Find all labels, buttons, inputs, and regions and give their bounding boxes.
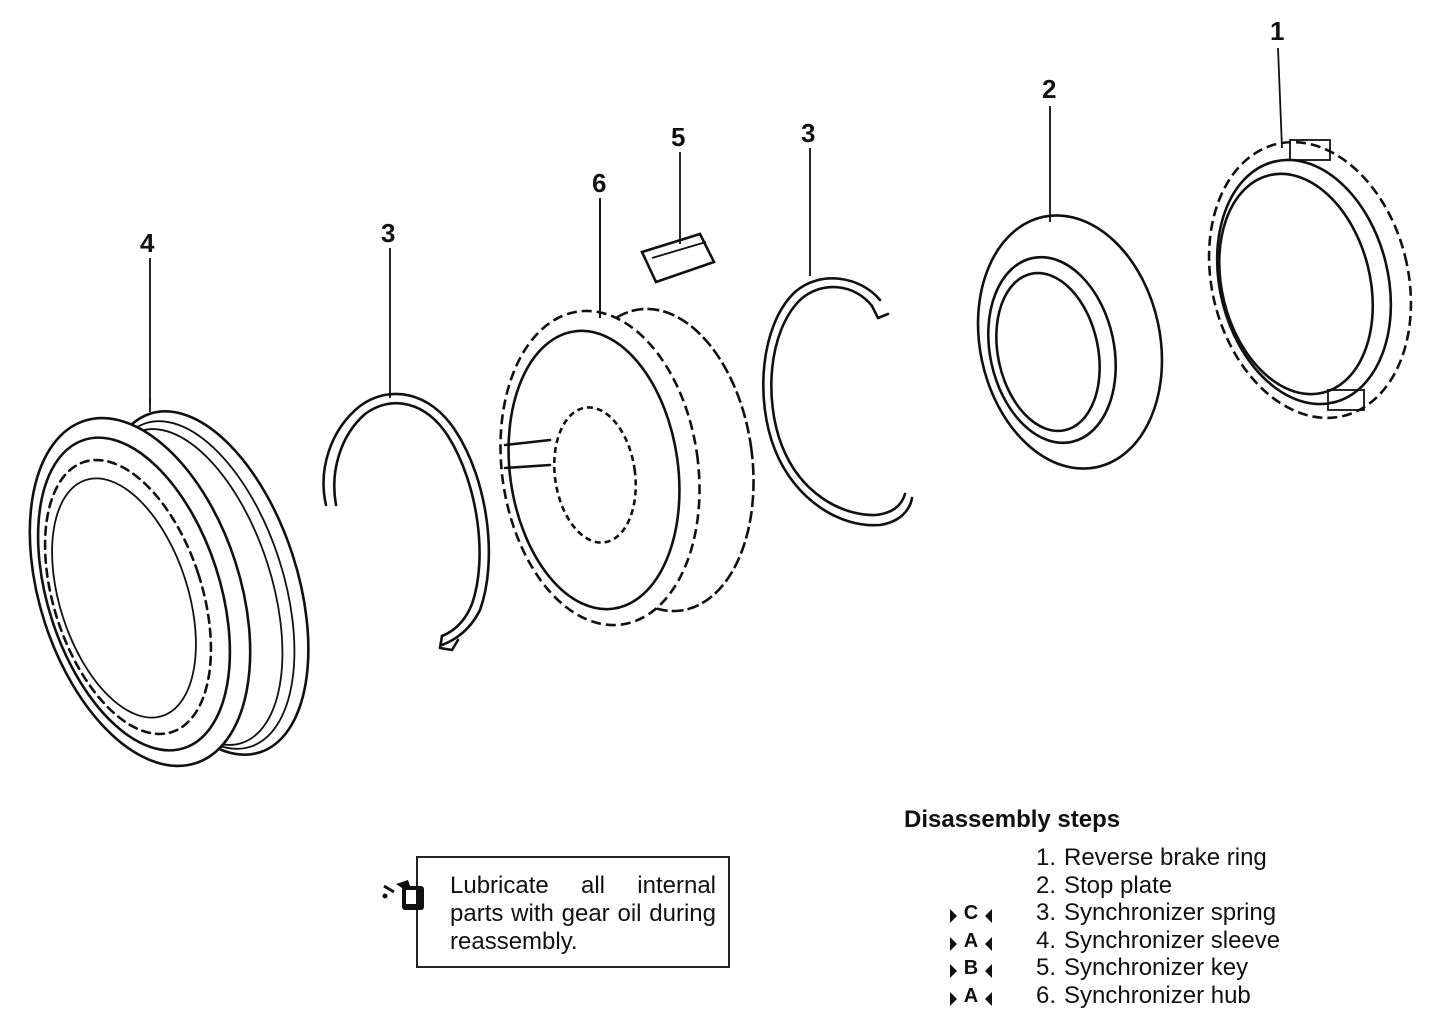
badge-letter: A: [963, 929, 979, 952]
reverse-brake-ring-drawing: [1207, 139, 1413, 420]
step-label: Synchronizer sleeve: [1064, 926, 1281, 954]
step-label: Synchronizer hub: [1064, 981, 1251, 1009]
step-number: 2.: [1035, 871, 1056, 899]
badge-letter: A: [963, 984, 979, 1007]
lubrication-note-box: Lubricate all internal parts with gear o…: [416, 856, 730, 968]
lubrication-note-text: Lubricate all internal parts with gear o…: [450, 872, 716, 955]
synchronizer-hub-drawing: [499, 200, 755, 627]
step-number: 5.: [1035, 954, 1056, 981]
callout-2: 2: [1042, 74, 1056, 104]
step-label: Synchronizer spring: [1064, 899, 1277, 926]
badge-letter: C: [963, 902, 979, 924]
synchronizer-sleeve-drawing: [28, 398, 310, 768]
step-number: 4.: [1035, 926, 1056, 954]
synchronizer-spring-right-drawing: [762, 277, 914, 527]
service-point-badge: A: [950, 930, 992, 952]
stop-plate-drawing: [976, 214, 1164, 470]
step-label: Reverse brake ring: [1064, 844, 1267, 871]
step-label: Stop plate: [1064, 871, 1173, 899]
service-point-badge: C: [950, 902, 992, 924]
synchronizer-key-drawing: [640, 232, 716, 284]
callout-5: 5: [671, 122, 685, 152]
callout-3a: 3: [381, 218, 395, 248]
step-number: 1.: [1035, 844, 1056, 871]
step-label: Synchronizer key: [1064, 954, 1249, 981]
leader-line-1: [1277, 47, 1283, 149]
synchronizer-spring-left-drawing: [322, 392, 491, 652]
badge-letter: B: [963, 957, 979, 979]
oil-can-icon: [382, 880, 424, 910]
callout-1: 1: [1270, 16, 1284, 46]
callout-3b: 3: [801, 118, 815, 148]
exploded-view-diagram: 1 2 3 3 4 5 6: [28, 16, 1413, 768]
callout-6: 6: [592, 168, 606, 198]
step-number: 6.: [1035, 981, 1056, 1009]
service-point-badge: A: [950, 985, 992, 1007]
service-point-badge: B: [950, 957, 992, 979]
callout-4: 4: [140, 228, 155, 258]
disassembly-steps-title: Disassembly steps: [904, 806, 1121, 833]
step-number: 3.: [1035, 899, 1056, 926]
